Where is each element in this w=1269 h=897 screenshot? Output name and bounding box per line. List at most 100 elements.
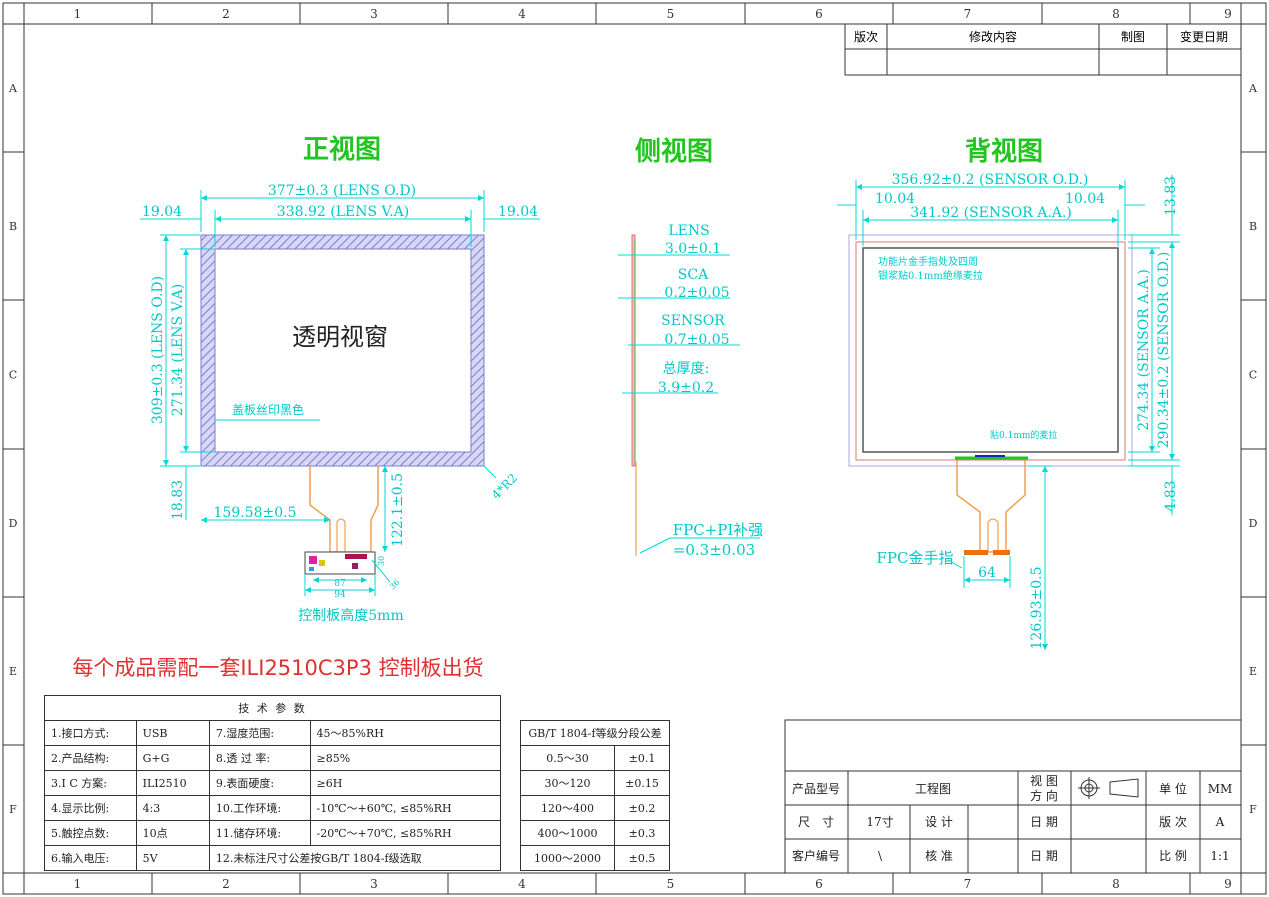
side-view: LENS 3.0±0.1 SCA 0.2±0.05 SENSOR 0.7±0.0… xyxy=(618,223,763,559)
front-view: 透明视窗 盖板丝印黑色 4*R2 377±0.3 (LENS O.D) 338.… xyxy=(140,183,540,624)
version-value: A xyxy=(1215,815,1225,829)
scale-value: 1:1 xyxy=(1210,849,1229,863)
tolerance-row: 120～400±0.2 xyxy=(519,795,670,821)
revision-block: 版次 修改内容 制图 变更日期 xyxy=(844,23,1242,76)
frame-row-label: B xyxy=(9,220,17,233)
tech-spec-title: 技 术 参 数 xyxy=(44,695,501,721)
date-label-1: 日 期 xyxy=(1030,815,1058,829)
side-sca-thickness: 0.2±0.05 xyxy=(664,285,729,301)
frame-column-label: 8 xyxy=(1112,7,1120,21)
front-right-margin-dim: 19.04 xyxy=(498,204,538,220)
lens-od-width-dim: 377±0.3 (LENS O.D) xyxy=(268,183,416,199)
tech-spec-cell: 8.透 过 率: xyxy=(208,745,311,771)
back-note-line-1: 功能片金手指处及四周 xyxy=(878,255,978,268)
back-lens-outline xyxy=(848,234,1133,467)
product-model-value: 工程图 xyxy=(915,781,951,796)
unit-label: 单 位 xyxy=(1159,781,1187,796)
tech-spec-cell: -20℃～+70℃, ≤85%RH xyxy=(309,820,501,846)
lens-view-area xyxy=(214,248,472,453)
tolerance-cell: 0.5～30 xyxy=(519,745,616,771)
tech-spec-cell: ILI2510 xyxy=(135,770,210,796)
frame-column-label: 3 xyxy=(370,7,378,21)
back-left-margin-dim: 10.04 xyxy=(875,191,915,207)
frame-row-label: F xyxy=(9,803,17,816)
title-block xyxy=(784,719,1242,874)
tolerance-cell: ±0.15 xyxy=(614,770,670,796)
lens-va-width-dim: 338.92 (LENS V.A) xyxy=(277,204,409,220)
tech-spec-cell: 10.工作环境: xyxy=(208,795,311,821)
frame-column-label: 2 xyxy=(222,7,230,21)
print-color-note: 盖板丝印黑色 xyxy=(232,403,304,417)
frame-column-label: 5 xyxy=(667,877,675,891)
back-view: 功能片金手指处及四周 银浆贴0.1mm绝缘麦拉 贴0.1mm的麦拉 xyxy=(837,172,1180,650)
version-label: 版 次 xyxy=(1159,815,1187,829)
revision-header-drafter: 制图 xyxy=(1121,30,1145,44)
shipping-note: 每个成品需配一套ILI2510C3P3 控制板出货 xyxy=(72,656,483,680)
frame-row-label: E xyxy=(9,665,17,678)
size-value: 17寸 xyxy=(866,815,893,829)
back-right-margin-dim: 10.04 xyxy=(1065,191,1105,207)
lens-va-height-dim: 271.34 (LENS V.A) xyxy=(170,284,186,416)
board-height-note: 控制板高度5mm xyxy=(298,607,403,624)
tech-spec-cell: 1.接口方式: xyxy=(44,720,137,746)
customer-number-value: \ xyxy=(878,849,883,863)
frame-column-label: 1 xyxy=(74,877,82,891)
front-left-margin-dim: 19.04 xyxy=(142,204,182,220)
side-lens-label: LENS xyxy=(668,223,709,239)
revision-header-content: 修改内容 xyxy=(969,29,1017,44)
side-sensor-label: SENSOR xyxy=(661,313,725,329)
frame-column-label: 9 xyxy=(1224,7,1232,21)
frame-row-label: C xyxy=(1249,369,1257,382)
front-view-title: 正视图 xyxy=(303,135,381,165)
tolerance-cell: ±0.5 xyxy=(614,845,670,871)
board-outer-width-dim: 94 xyxy=(334,590,346,600)
tolerance-cell: 400～1000 xyxy=(519,820,616,846)
tech-spec-cell: 11.储存环境: xyxy=(208,820,311,846)
frame-row-label: F xyxy=(1249,803,1257,816)
revision-header-version: 版次 xyxy=(854,30,878,44)
frame-row-label: D xyxy=(9,517,18,530)
frame-column-label: 4 xyxy=(518,877,526,891)
side-view-title: 侧视图 xyxy=(635,137,713,167)
tech-spec-cell: 3.I C 方案: xyxy=(44,770,137,796)
tech-spec-cell: 12.未标注尺寸公差按GB/T 1804-f级选取 xyxy=(208,845,502,871)
tech-spec-cell: ≥6H xyxy=(309,770,501,796)
tech-spec-cell: -10℃～+60℃, ≤85%RH xyxy=(309,795,501,821)
tech-spec-cell: 9.表面硬度: xyxy=(208,770,311,796)
tech-spec-cell: 2.产品结构: xyxy=(44,745,137,771)
lens-od-height-dim: 309±0.3 (LENS O.D) xyxy=(150,276,166,424)
side-lens-thickness: 3.0±0.1 xyxy=(665,241,721,257)
front-bottom-margin-dim: 18.83 xyxy=(170,480,186,520)
revision-header-date: 变更日期 xyxy=(1180,29,1228,44)
tech-spec-cell: 10点 xyxy=(135,820,210,846)
board-inner-width-dim: 87 xyxy=(334,579,346,589)
back-view-title: 背视图 xyxy=(965,137,1043,167)
frame-row-label: B xyxy=(1249,220,1257,233)
side-lens-layer xyxy=(631,234,636,467)
unit-value: MM xyxy=(1208,782,1233,796)
tech-spec-cell: 4.显示比例: xyxy=(44,795,137,821)
view-direction-label-1: 视 图 xyxy=(1030,773,1058,788)
tolerance-cell: ±0.3 xyxy=(614,820,670,846)
tolerance-row: 0.5～30±0.1 xyxy=(519,745,670,771)
tech-spec-cell: 5V xyxy=(135,845,210,871)
side-sensor-thickness: 0.7±0.05 xyxy=(664,332,729,348)
board-side-dim-1: 30 xyxy=(377,556,386,566)
date-label-2: 日 期 xyxy=(1030,849,1058,863)
tech-spec-cell: 45～85%RH xyxy=(309,720,501,746)
side-fpc-thickness: =0.3±0.03 xyxy=(673,541,755,559)
transparent-window-label: 透明视窗 xyxy=(292,323,388,351)
tech-spec-cell: G+G xyxy=(135,745,210,771)
side-sca-label: SCA xyxy=(678,267,709,283)
side-total-label: 总厚度: xyxy=(663,361,710,377)
tolerance-title: GB/T 1804-f等级分段公差 xyxy=(520,720,670,746)
